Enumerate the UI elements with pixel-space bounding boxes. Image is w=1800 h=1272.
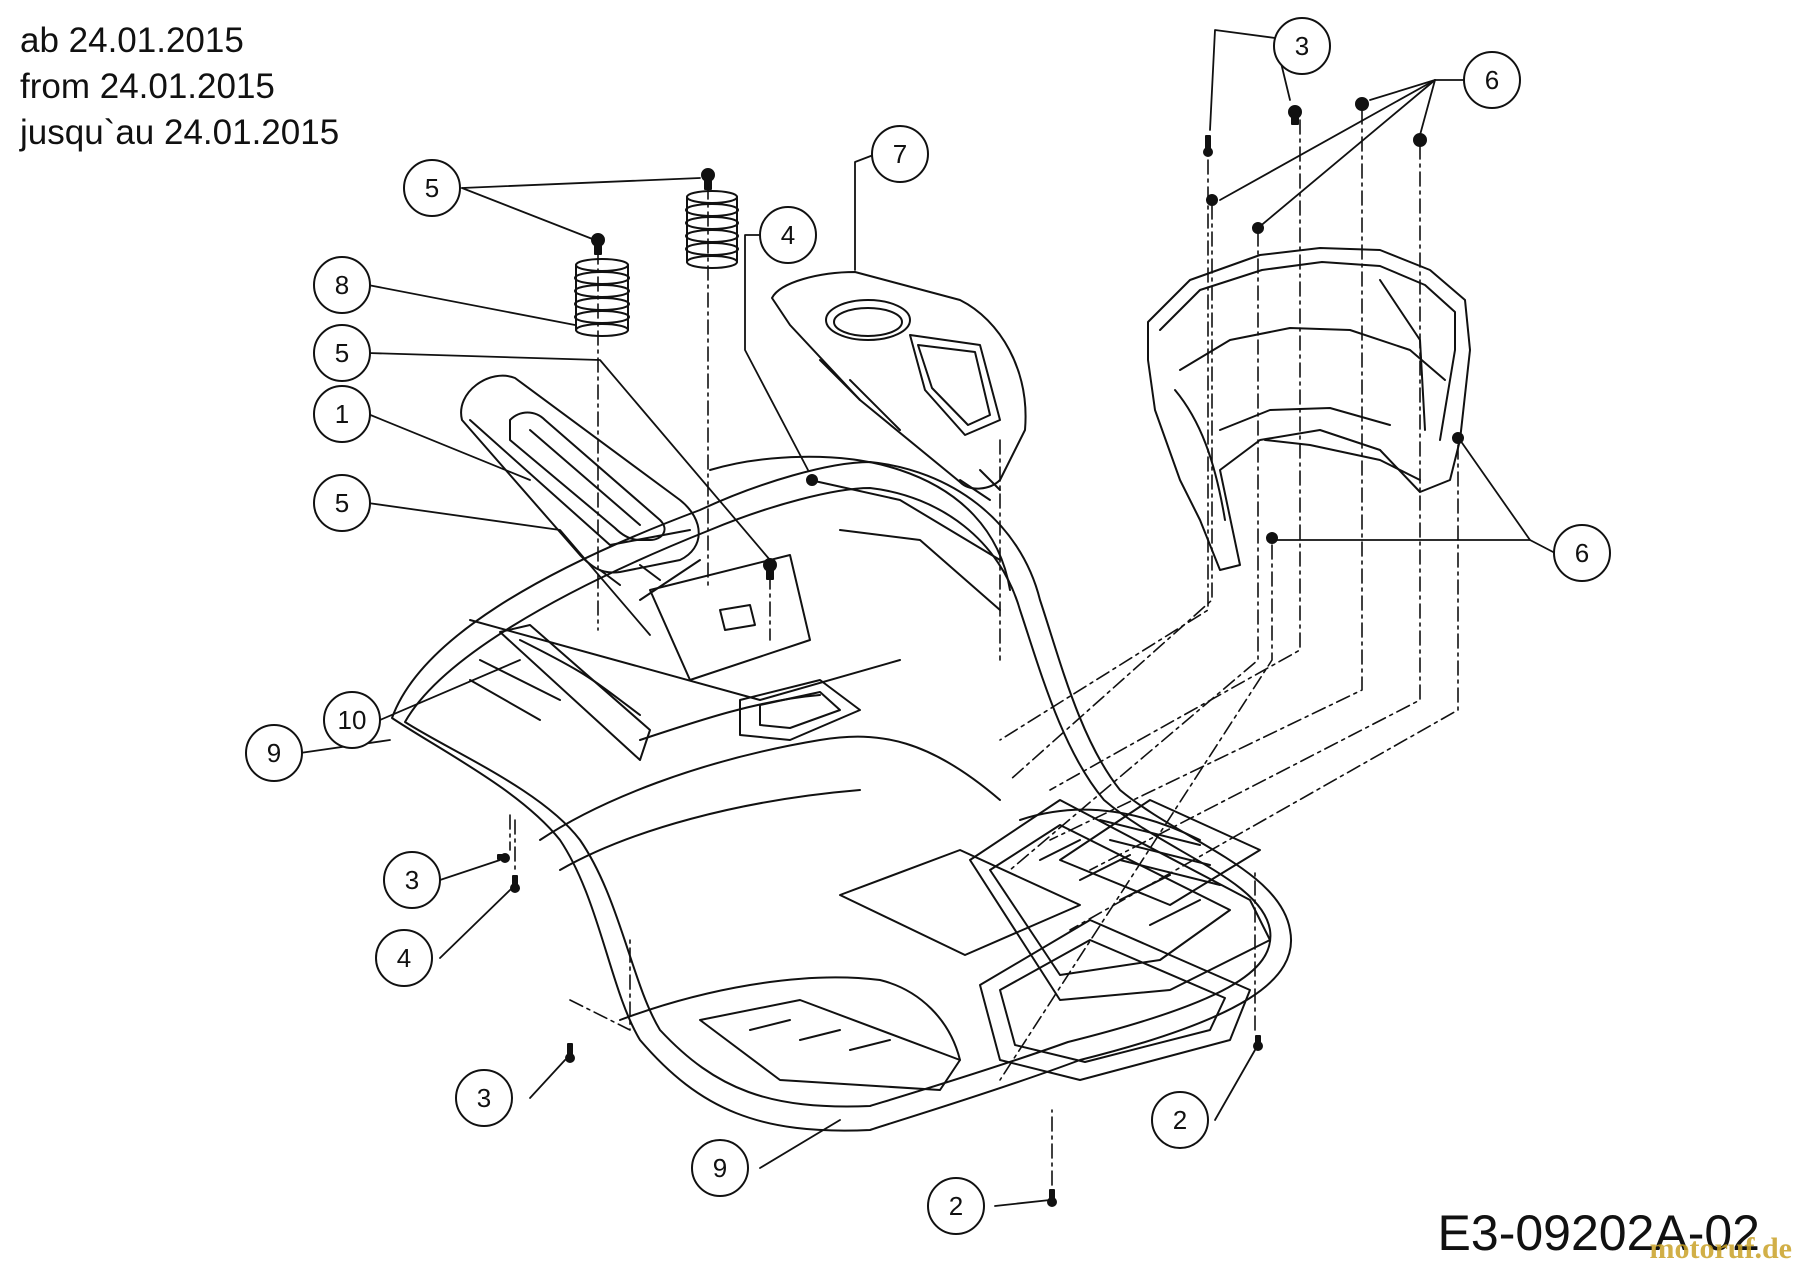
callout-circle xyxy=(313,385,371,443)
callout-number: 7 xyxy=(893,139,907,169)
callout-1: 1 xyxy=(313,385,371,443)
callout-circle xyxy=(871,125,929,183)
callout-6: 6 xyxy=(1463,51,1521,109)
seat-bumper-pad xyxy=(460,374,700,586)
callout-2: 2 xyxy=(1151,1091,1209,1149)
leader-lines xyxy=(299,29,1556,1207)
callout-circle xyxy=(313,324,371,382)
callout-9: 9 xyxy=(691,1139,749,1197)
callout-circle xyxy=(1273,17,1331,75)
callout-circle xyxy=(313,256,371,314)
callout-circle xyxy=(691,1139,749,1197)
callout-5: 5 xyxy=(313,324,371,382)
validity-note: ab 24.01.2015 from 24.01.2015 jusqu`au 2… xyxy=(20,18,339,156)
callout-circle xyxy=(927,1177,985,1235)
callout-number: 1 xyxy=(335,399,349,429)
callout-bubbles: 3 6 7 4 5 8 5 1 5 6 10 9 3 4 3 9 2 2 xyxy=(245,17,1611,1235)
callout-circle xyxy=(403,159,461,217)
callout-number: 10 xyxy=(338,705,367,735)
callout-circle xyxy=(1463,51,1521,109)
callout-5: 5 xyxy=(313,474,371,532)
assembly-lines xyxy=(509,109,1459,1186)
callout-7: 7 xyxy=(871,125,929,183)
callout-circle xyxy=(323,691,381,749)
rear-cover-panel xyxy=(1147,247,1471,571)
callout-10: 10 xyxy=(323,691,381,749)
callout-circle xyxy=(245,724,303,782)
callout-6: 6 xyxy=(1553,524,1611,582)
callout-3: 3 xyxy=(1273,17,1331,75)
callout-number: 2 xyxy=(1173,1105,1187,1135)
callout-number: 3 xyxy=(477,1083,491,1113)
callout-number: 5 xyxy=(425,173,439,203)
cupholder-tray xyxy=(771,271,1027,501)
validity-line-de: ab 24.01.2015 xyxy=(20,21,244,60)
callout-number: 4 xyxy=(781,220,795,250)
callout-circle xyxy=(1151,1091,1209,1149)
spring-right xyxy=(685,190,739,269)
callout-number: 9 xyxy=(713,1153,727,1183)
validity-line-en: from 24.01.2015 xyxy=(20,67,275,106)
callout-8: 8 xyxy=(313,256,371,314)
callout-circle xyxy=(759,206,817,264)
callout-number: 8 xyxy=(335,270,349,300)
watermark-logo: motoruf.de xyxy=(1649,1232,1792,1265)
callout-number: 6 xyxy=(1575,538,1589,568)
callout-number: 6 xyxy=(1485,65,1499,95)
spring-left xyxy=(574,258,630,337)
callout-4: 4 xyxy=(759,206,817,264)
callout-9: 9 xyxy=(245,724,303,782)
callout-4: 4 xyxy=(375,929,433,987)
hardware xyxy=(497,97,1464,1207)
callout-circle xyxy=(313,474,371,532)
validity-line-fr: jusqu`au 24.01.2015 xyxy=(20,113,340,152)
callout-number: 3 xyxy=(1295,31,1309,61)
callout-circle xyxy=(1553,524,1611,582)
callout-5: 5 xyxy=(403,159,461,217)
callout-circle xyxy=(375,929,433,987)
callout-number: 9 xyxy=(267,738,281,768)
callout-number: 5 xyxy=(335,488,349,518)
callout-number: 5 xyxy=(335,338,349,368)
callout-number: 3 xyxy=(405,865,419,895)
callout-circle xyxy=(383,851,441,909)
callout-2: 2 xyxy=(927,1177,985,1235)
callout-3: 3 xyxy=(455,1069,513,1127)
callout-number: 2 xyxy=(949,1191,963,1221)
drawing-number: E3-09202A-02 xyxy=(1437,1205,1760,1261)
callout-circle xyxy=(455,1069,513,1127)
fender-body xyxy=(391,455,1293,1132)
callout-number: 4 xyxy=(397,943,411,973)
callout-3: 3 xyxy=(383,851,441,909)
